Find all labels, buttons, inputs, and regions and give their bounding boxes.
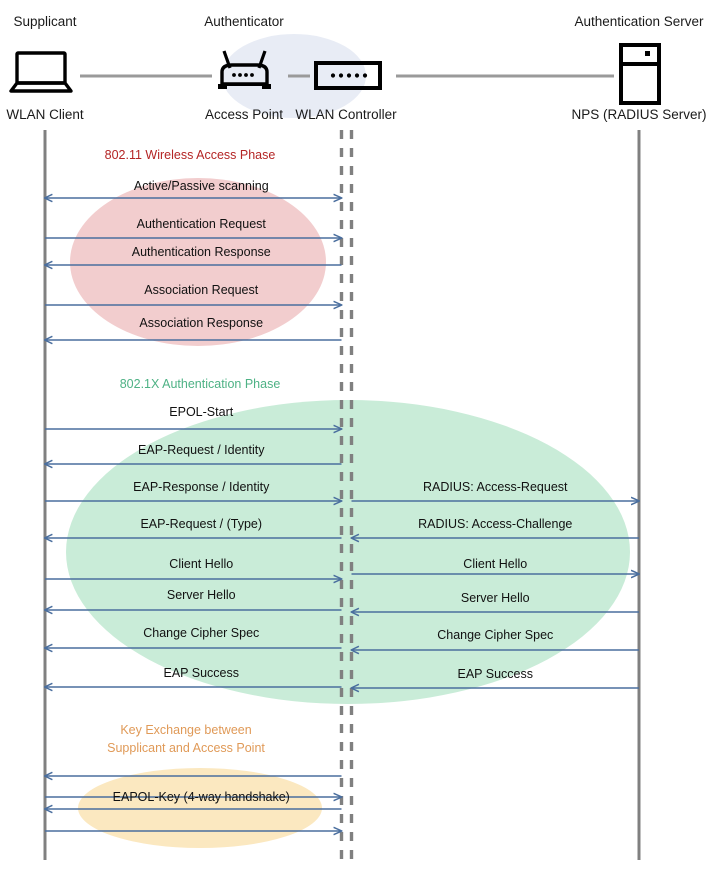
access-point-icon [218,50,271,89]
message-label: Server Hello [166,588,236,602]
laptop-icon [9,51,73,93]
message-label: Authentication Request [136,217,266,231]
phase-80211-label: 802.11 Wireless Access Phase [104,147,276,162]
server-rack-icon [619,43,661,105]
message-label: Active/Passive scanning [133,179,269,193]
message-label: EPOL-Start [169,405,234,419]
message-label: Server Hello [460,591,530,605]
actor-role-label: Authentication Server [574,14,704,29]
actor-device-label: Access Point [204,107,284,122]
message-arrow-group [45,198,639,831]
message-label: Authentication Response [131,245,271,259]
message-label: Client Hello [169,557,234,571]
actor-device-label: NPS (RADIUS Server) [571,107,707,122]
phase-8021x-ellipse [66,400,630,704]
message-label: Client Hello [463,557,528,571]
message-label: Change Cipher Spec [437,628,554,642]
message-label: EAPOL-Key (4-way handshake) [112,790,290,804]
phase-ellipse-group [66,178,630,848]
message-label: Association Request [144,283,259,297]
message-label: EAP-Response / Identity [133,480,270,494]
message-label: Change Cipher Spec [143,626,260,640]
phase-label-line: Supplicant and Access Point [107,741,265,755]
phase-80211-ellipse [70,178,326,346]
message-label: EAP-Request / Identity [138,443,265,457]
actor-device-label: WLAN Controller [295,107,397,122]
message-label: EAP Success [457,667,534,681]
wlan-controller-icon [314,61,382,90]
phase-8021x-label: 802.1X Authentication Phase [119,376,281,391]
message-label: RADIUS: Access-Request [423,480,568,494]
actor-device-label: WLAN Client [6,107,84,122]
message-label: EAP Success [163,666,240,680]
actor-role-label: Supplicant [13,14,77,29]
actor-role-label: Authenticator [204,14,284,29]
phase-key-exchange-ellipse [78,768,322,848]
message-label: Association Response [139,316,264,330]
phase-label-line: Key Exchange between [120,722,252,737]
message-label: RADIUS: Access-Challenge [418,517,573,531]
message-label: EAP-Request / (Type) [140,517,263,531]
